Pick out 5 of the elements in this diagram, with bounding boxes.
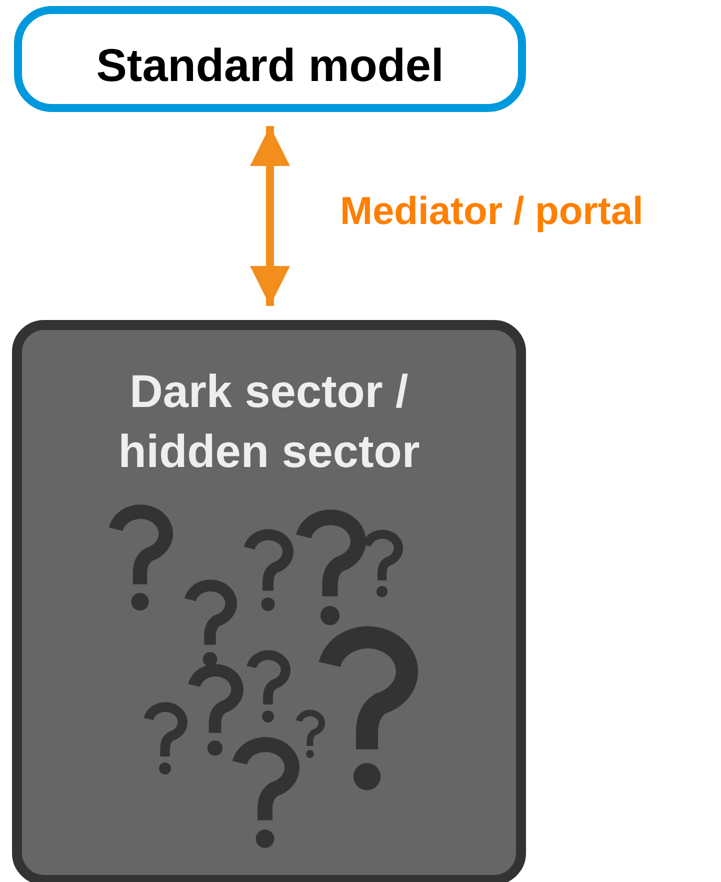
- sector-box: [12, 320, 526, 882]
- double-arrow: [250, 126, 290, 306]
- node-title: Standard model: [95, 38, 445, 93]
- sector-title: Dark sector / hidden sector: [117, 364, 421, 479]
- model-box: [14, 6, 526, 112]
